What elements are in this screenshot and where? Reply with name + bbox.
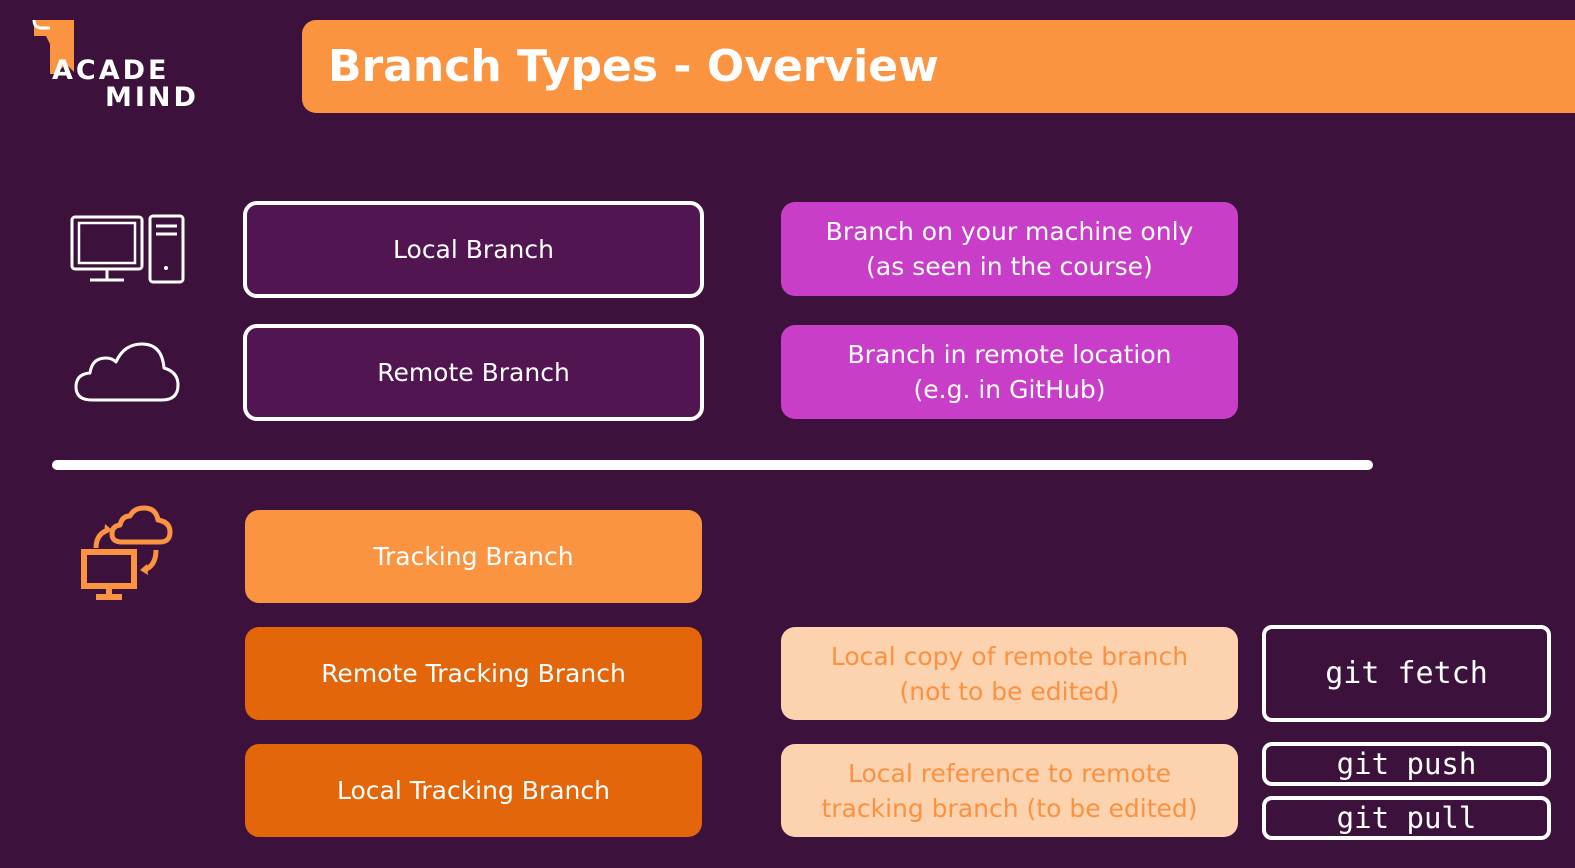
computer-icon (68, 212, 188, 286)
local-tracking-branch-description: Local reference to remote tracking branc… (781, 744, 1238, 837)
local-branch-description: Branch on your machine only (as seen in … (781, 202, 1238, 296)
local-tracking-branch-label: Local Tracking Branch (337, 776, 610, 805)
local-branch-description-text: Branch on your machine only (as seen in … (825, 217, 1194, 281)
git-push-text: git push (1336, 747, 1477, 781)
remote-branch-description-text: Branch in remote location (e.g. in GitHu… (847, 340, 1172, 404)
git-pull-command: git pull (1262, 796, 1551, 840)
slide-title-bar: Branch Types - Overview (302, 20, 1575, 113)
logo-line-1: ACADE (52, 55, 170, 86)
remote-tracking-branch-description-text: Local copy of remote branch (not to be e… (830, 641, 1189, 706)
logo-mark (32, 19, 74, 74)
git-fetch-command: git fetch (1262, 625, 1551, 722)
sync-cloud-computer-icon (76, 504, 180, 604)
remote-tracking-branch-box: Remote Tracking Branch (245, 627, 702, 720)
remote-tracking-branch-description: Local copy of remote branch (not to be e… (781, 627, 1238, 720)
local-branch-box: Local Branch (243, 201, 704, 298)
logo-line-2: MIND (105, 82, 199, 113)
tracking-branch-box: Tracking Branch (245, 510, 702, 603)
git-push-command: git push (1262, 742, 1551, 786)
cloud-icon (72, 338, 184, 408)
local-branch-label: Local Branch (393, 235, 554, 264)
local-tracking-branch-description-text: Local reference to remote tracking branc… (821, 758, 1198, 823)
remote-branch-description: Branch in remote location (e.g. in GitHu… (781, 325, 1238, 419)
git-pull-text: git pull (1336, 801, 1477, 835)
remote-tracking-branch-label: Remote Tracking Branch (321, 659, 626, 688)
section-divider (52, 460, 1373, 470)
academind-logo: ACADE MIND (30, 14, 200, 114)
slide-title: Branch Types - Overview (328, 41, 939, 92)
tracking-branch-label: Tracking Branch (373, 542, 574, 571)
local-tracking-branch-box: Local Tracking Branch (245, 744, 702, 837)
git-fetch-text: git fetch (1325, 656, 1488, 691)
remote-branch-label: Remote Branch (377, 358, 570, 387)
remote-branch-box: Remote Branch (243, 324, 704, 421)
